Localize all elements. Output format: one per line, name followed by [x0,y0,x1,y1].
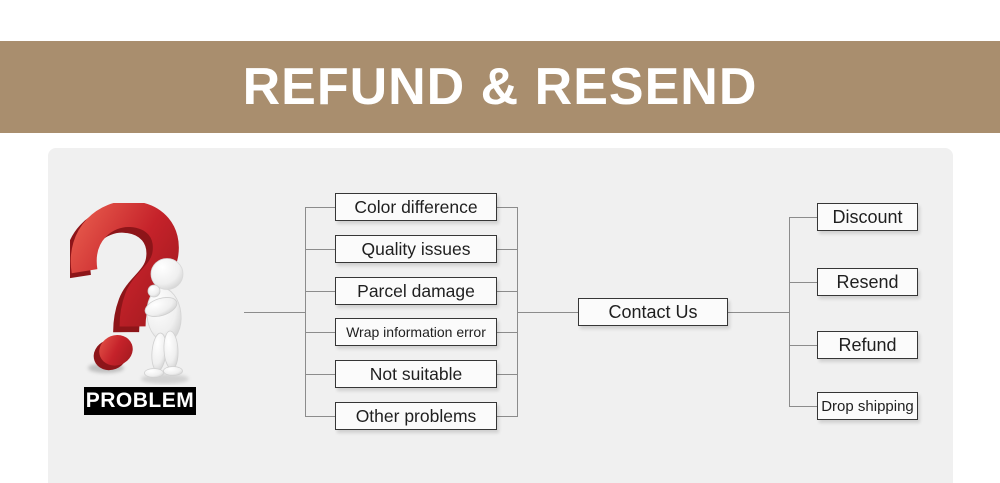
solution-box-drop-shipping: Drop shipping [817,392,918,420]
connector-hub-to-solutions [728,312,789,313]
connector-solution-4-stub [789,406,817,407]
thinking-person-icon [144,258,184,378]
connector-solutions-rail [789,217,790,407]
connector-rail-to-hub [517,312,578,313]
connector-cause-5-left-stub [305,374,335,375]
flowchart-panel: PROBLEM Color difference Quality issues … [48,148,953,483]
connector-cause-1-left-stub [305,207,335,208]
question-mark-icon [70,203,179,371]
connector-cause-4-right-stub [497,332,517,333]
connector-solution-3-stub [789,345,817,346]
solution-box-resend: Resend [817,268,918,296]
connector-solution-1-stub [789,217,817,218]
connector-cause-2-right-stub [497,249,517,250]
connector-cause-1-right-stub [497,207,517,208]
connector-causes-left-rail [305,207,306,417]
cause-box-color-difference: Color difference [335,193,497,221]
solution-box-refund: Refund [817,331,918,359]
connector-solution-2-stub [789,282,817,283]
connector-cause-2-left-stub [305,249,335,250]
connector-cause-6-right-stub [497,416,517,417]
cause-box-parcel-damage: Parcel damage [335,277,497,305]
banner-title: REFUND & RESEND [242,58,758,116]
cause-box-quality-issues: Quality issues [335,235,497,263]
cause-box-not-suitable: Not suitable [335,360,497,388]
banner: REFUND & RESEND [0,41,1000,133]
question-mark-figure-illustration [70,203,189,384]
connector-cause-6-left-stub [305,416,335,417]
connector-cause-3-right-stub [497,291,517,292]
connector-cause-3-left-stub [305,291,335,292]
cause-box-other-problems: Other problems [335,402,497,430]
cause-box-wrap-information-error: Wrap information error [335,318,497,346]
connector-figure-to-causes [244,312,305,313]
connector-cause-5-right-stub [497,374,517,375]
solution-box-discount: Discount [817,203,918,231]
contact-us-box: Contact Us [578,298,728,326]
problem-label: PROBLEM [84,387,196,415]
connector-cause-4-left-stub [305,332,335,333]
